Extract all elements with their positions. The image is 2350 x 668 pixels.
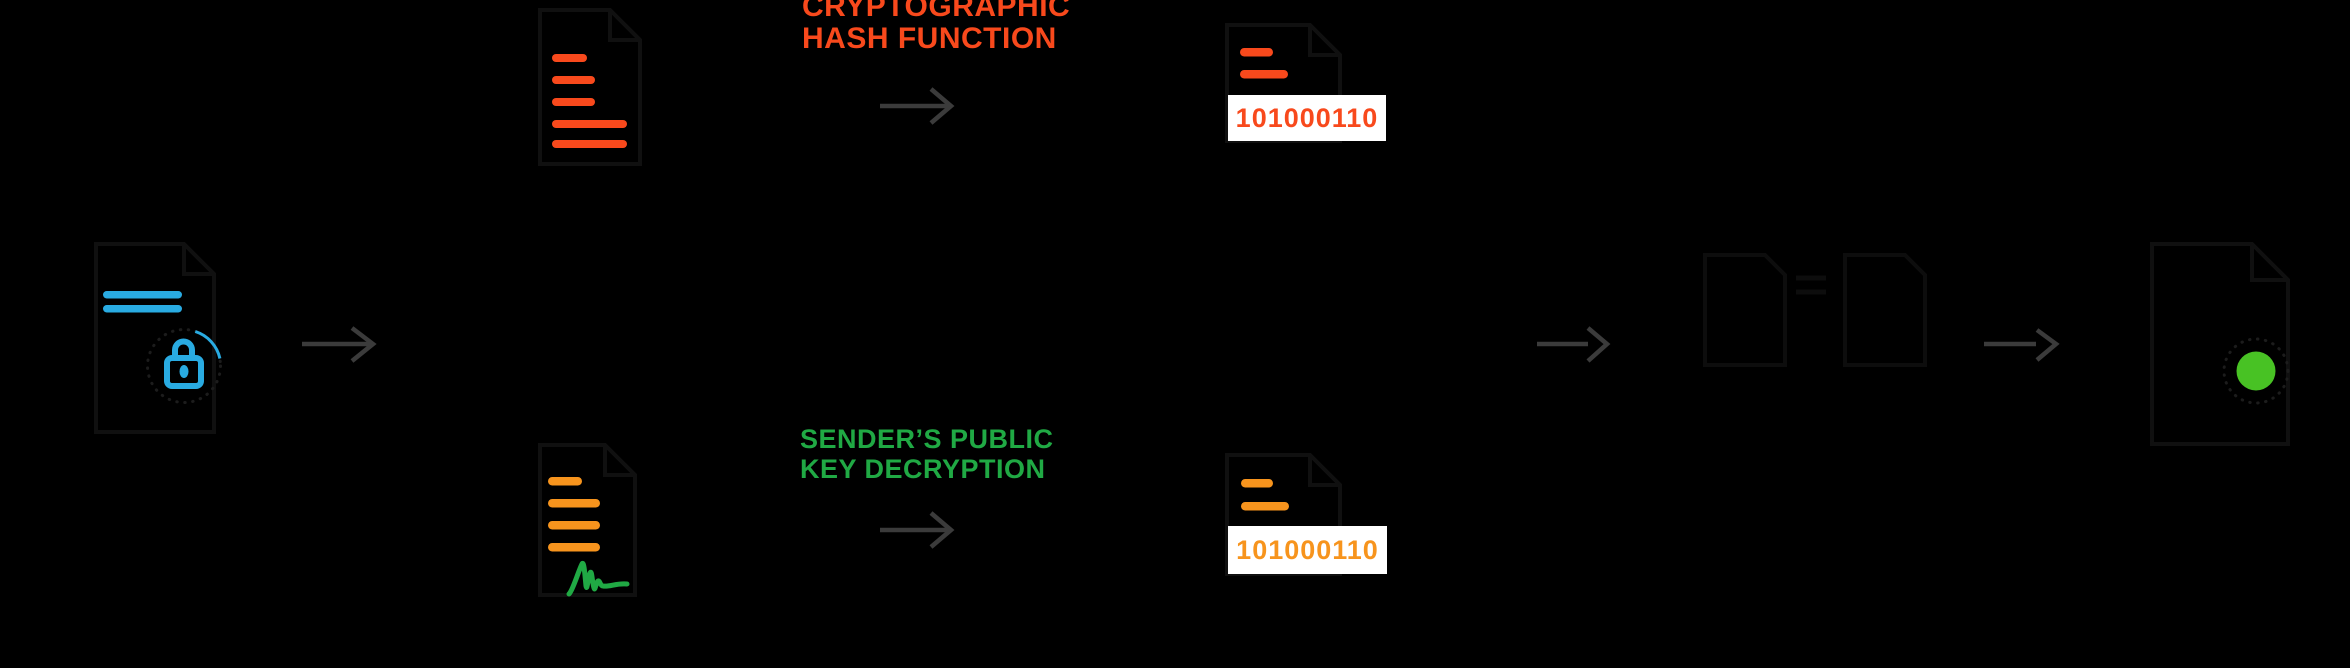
document-fold-corner <box>2250 244 2288 282</box>
equals-icon <box>1796 275 1826 295</box>
signature-scribble-icon <box>566 560 630 597</box>
arrow-right-icon <box>302 326 377 363</box>
text-line <box>103 291 182 299</box>
text-line <box>548 499 600 508</box>
document-outline <box>2150 242 2290 446</box>
signed-document-icon <box>538 443 637 597</box>
text-line <box>552 54 587 62</box>
plain-document-icon <box>538 8 642 166</box>
text-line <box>552 76 595 84</box>
label-senders-public-key-decryption: SENDER’S PUBLIC KEY DECRYPTION <box>800 424 1054 484</box>
document-outline <box>538 8 642 166</box>
hash-value-top: 101000110 <box>1235 102 1379 133</box>
text-line <box>552 98 595 106</box>
text-line <box>1240 48 1273 57</box>
lock-icon <box>146 328 222 404</box>
document-outline <box>94 242 216 434</box>
arrow-right-icon <box>1984 328 2060 362</box>
ring-accent-arc <box>194 330 222 359</box>
document-outline <box>1843 253 1927 367</box>
text-line <box>548 477 582 486</box>
hash-value-bottom: 101000110 <box>1236 534 1379 565</box>
document-fold-corner <box>603 445 635 477</box>
text-line <box>552 120 627 128</box>
text-line <box>1241 502 1289 511</box>
source-document-icon <box>94 242 216 434</box>
document-outline <box>1703 253 1787 367</box>
hash-output-box-bottom: 101000110 <box>1228 526 1387 574</box>
label-line: CRYPTOGRAPHIC <box>802 0 1071 23</box>
dotted-ring <box>146 328 222 404</box>
lock-shackle <box>172 338 195 358</box>
text-line <box>1241 479 1273 488</box>
text-line <box>1240 70 1288 79</box>
lock-body <box>164 355 204 389</box>
text-line <box>552 140 627 148</box>
lock-keyhole <box>179 365 189 378</box>
flow-arrows <box>302 87 2060 549</box>
arrow-right-icon <box>880 511 955 549</box>
match-dot-icon <box>2236 351 2276 391</box>
dotted-ring <box>2222 337 2290 405</box>
hash-comparison-group <box>1703 253 1927 367</box>
text-line <box>103 305 182 313</box>
label-line: HASH FUNCTION <box>802 22 1057 55</box>
document-fold-corner <box>182 244 214 276</box>
document-fold-corner <box>1308 25 1340 57</box>
label-line: SENDER’S PUBLIC <box>800 424 1054 454</box>
document-fold-corner <box>1308 455 1340 487</box>
text-line <box>548 521 600 530</box>
arrow-right-icon <box>880 87 955 125</box>
document-outline <box>538 443 637 597</box>
document-fold-corner <box>608 10 640 42</box>
arrow-right-icon <box>1537 326 1611 363</box>
label-cryptographic-hash-function: CRYPTOGRAPHIC HASH FUNCTION <box>802 0 1071 55</box>
verified-document-icon <box>2150 242 2290 446</box>
text-line <box>548 543 600 552</box>
hash-output-box-top: 101000110 <box>1228 95 1386 141</box>
label-line: KEY DECRYPTION <box>800 454 1046 484</box>
